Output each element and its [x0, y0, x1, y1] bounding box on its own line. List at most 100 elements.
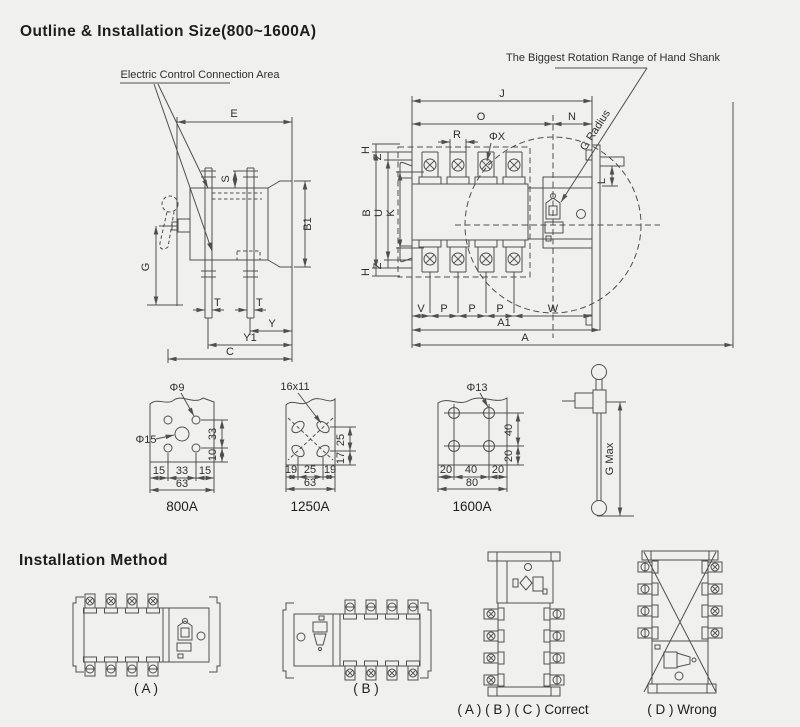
terminal-top [446, 151, 470, 185]
dim-right-top: 33 [207, 428, 219, 440]
terminal-minus-icon [105, 661, 117, 677]
dim-label-c: C [226, 346, 234, 358]
callout-hand-shank: The Biggest Rotation Range of Hand Shank… [506, 52, 721, 203]
hole-pattern-1250a: 16x11 25 17 19 25 19 63 1250A [280, 381, 356, 514]
figure-a-caption: ( A ) [134, 681, 158, 696]
dim-label-p1: P [440, 303, 447, 315]
dim-label-y1: Y1 [243, 332, 256, 344]
dim-label-t2: T [256, 297, 263, 309]
terminal-plus-icon [407, 665, 419, 681]
dim-total: 63 [176, 478, 188, 490]
hole-size-label: Φ13 [466, 382, 487, 394]
hole-size-label: Φ9 [170, 382, 185, 394]
terminal-plus-icon [483, 674, 499, 686]
terminal-vertical-icon [549, 630, 565, 642]
dim-label-y: Y [268, 318, 276, 330]
terminal-vertical-icon [549, 674, 565, 686]
dim-label-b: B [361, 209, 373, 216]
dim-right-bottom: 20 [503, 450, 515, 462]
handle-figure: G Max [562, 364, 634, 517]
electric-control-label: Electric Control Connection Area [121, 69, 281, 81]
dim-right-top: 40 [503, 424, 515, 436]
dim-bottom-left: 15 [153, 465, 165, 477]
dim-label-e: E [230, 108, 237, 120]
dim-label-h-bottom: H [360, 268, 372, 276]
terminal-plus-icon [386, 665, 398, 681]
cross-out-line [643, 551, 717, 693]
terminal-plus-icon [483, 630, 499, 642]
dim-label-t1: T [214, 297, 221, 309]
installation-figure-c [483, 551, 565, 697]
dim-bottom-right: 19 [324, 464, 336, 476]
dim-label-j: J [499, 88, 505, 100]
dim-label-phi-x: ΦX [489, 131, 506, 143]
page-title: Outline & Installation Size(800~1600A) [20, 23, 316, 40]
pattern-caption: 800A [166, 499, 198, 514]
dim-label-b1: B1 [302, 217, 314, 230]
terminal-bottom [502, 239, 526, 273]
terminal-vertical-icon [637, 627, 653, 639]
slot-size-label: 16x11 [280, 381, 309, 393]
terminal-top [418, 151, 442, 185]
dim-label-p3: P [496, 303, 503, 315]
top-view: J O N R ΦX [360, 88, 734, 348]
dim-bottom-mid: 40 [465, 464, 477, 476]
terminal-vertical-icon [549, 652, 565, 664]
terminal-vertical-icon [549, 608, 565, 620]
dim-label-a1: A1 [497, 317, 510, 329]
terminal-plus-icon [344, 665, 356, 681]
terminal-minus-icon [365, 599, 377, 615]
pattern-caption: 1600A [452, 499, 491, 514]
dim-label-g-max: G Max [604, 442, 616, 475]
dim-label-a: A [521, 332, 529, 344]
terminal-plus-icon [483, 652, 499, 664]
dim-label-z-bottom: Z [372, 262, 384, 269]
terminal-bottom [474, 239, 498, 273]
dim-bottom-right: 20 [492, 464, 504, 476]
terminal-plus-icon [126, 593, 138, 609]
hole-pattern-1600a: Φ13 40 20 20 40 20 80 1600A [437, 382, 524, 514]
hole-pattern-800a: Φ9 Φ15 33 10 15 33 15 63 800A [135, 382, 228, 514]
terminal-bottom [418, 239, 442, 273]
rotation-range-circle [464, 136, 642, 314]
terminal-minus-icon [407, 599, 419, 615]
center-hole-size-label: Φ15 [135, 434, 156, 446]
terminal-plus-icon [707, 583, 723, 595]
callout-electric-control: Electric Control Connection Area [120, 69, 281, 252]
terminal-plus-icon [483, 608, 499, 620]
terminal-minus-icon [344, 599, 356, 615]
dim-label-g: G [140, 263, 152, 272]
dim-right-bottom: 10 [207, 449, 219, 461]
pattern-caption: 1250A [290, 499, 329, 514]
dim-label-k: K [385, 209, 397, 217]
terminal-plus-icon [105, 593, 117, 609]
dim-label-r: R [453, 129, 461, 141]
dim-label-z-top: Z [372, 153, 384, 160]
terminal-bottom [446, 239, 470, 273]
dim-label-l: L [596, 178, 608, 184]
terminal-plus-icon [84, 593, 96, 609]
side-view: E S G T T [140, 108, 314, 363]
dim-total: 80 [466, 477, 478, 489]
dim-bottom-left: 19 [285, 464, 297, 476]
dim-label-n: N [568, 111, 576, 123]
terminal-plus-icon [707, 605, 723, 617]
figure-b-caption: ( B ) [353, 681, 379, 696]
installation-figure-d [637, 550, 723, 694]
installation-figure-b: ( B ) [282, 599, 432, 696]
dim-bottom-mid: 33 [176, 465, 188, 477]
terminal-minus-icon [84, 661, 96, 677]
terminal-vertical-icon [637, 605, 653, 617]
dim-label-o: O [477, 111, 486, 123]
installation-title: Installation Method [19, 552, 168, 569]
dim-label-u: U [373, 209, 385, 217]
terminal-minus-icon [147, 661, 159, 677]
dim-right-bottom: 17 [335, 452, 347, 464]
terminal-minus-icon [386, 599, 398, 615]
terminal-top [502, 151, 526, 185]
dim-label-h-top: H [360, 146, 372, 154]
hand-shank-label: The Biggest Rotation Range of Hand Shank [506, 52, 721, 64]
dim-bottom-mid: 25 [304, 464, 316, 476]
